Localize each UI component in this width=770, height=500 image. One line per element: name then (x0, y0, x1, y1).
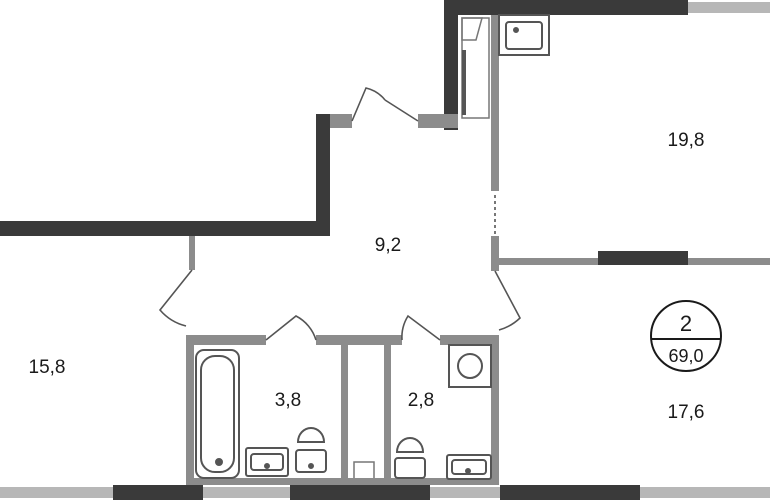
interior-walls (186, 15, 770, 485)
toilet-bath-button (308, 463, 314, 469)
wall-bath-left (186, 335, 194, 485)
room-hall-area: 9,2 (375, 235, 401, 256)
wall-kitchen-vertical (444, 0, 458, 130)
bathtub-inner (200, 355, 235, 473)
wall-partition-dark (598, 251, 688, 265)
bathtub-drain-icon (215, 458, 223, 466)
toilet-bath-icon (296, 427, 326, 443)
window-top-right (688, 2, 770, 13)
wall-partition-light-2 (688, 258, 770, 265)
doors (158, 87, 521, 341)
bath-sink-bowl (250, 453, 284, 471)
door-wc (401, 314, 441, 341)
toilet-wc-icon (395, 437, 425, 453)
room-labels: 19,8 9,2 15,8 3,8 2,8 17,6 (29, 130, 705, 423)
closet (461, 17, 490, 119)
kitchen-counter (498, 14, 550, 56)
toilet-wc-tank (394, 457, 426, 479)
door-left-room (158, 269, 193, 327)
badge-total-area: 69,0 (668, 346, 703, 366)
door-bath (265, 315, 317, 341)
wc-sink-icon (446, 454, 492, 480)
window-bottom-far (640, 487, 770, 498)
kitchen-sink-icon (505, 21, 543, 50)
wall-upper-right-room-left-low (491, 236, 499, 271)
closet-door-icon (461, 17, 483, 41)
bathtub-icon (195, 349, 240, 479)
wc-sink-tap-icon (465, 468, 471, 474)
window-bottom-mid (203, 487, 290, 498)
bath-sink-tap-icon (264, 463, 270, 469)
wall-bath-top-right (440, 335, 498, 345)
window-bottom-right (430, 487, 500, 498)
wall-left-door-post (189, 236, 195, 270)
wall-bottom-3 (500, 485, 640, 500)
wall-bath-top-left (186, 335, 266, 345)
door-entrance-left (351, 87, 386, 122)
fixtures (195, 14, 550, 480)
window-bottom-left (0, 487, 113, 498)
kitchen-tap-icon (513, 27, 519, 33)
exterior-walls (0, 0, 688, 500)
door-lower-right (494, 270, 521, 331)
door-entrance-right (384, 99, 419, 122)
washing-machine-drum (457, 353, 483, 379)
wall-hall-top-left (330, 114, 352, 128)
wall-bath-bottom (186, 478, 499, 485)
badge-room-count: 2 (680, 311, 692, 336)
room-lower-right-area: 17,6 (668, 402, 705, 423)
wall-hall-vertical (316, 114, 330, 236)
badge-circle (650, 300, 722, 372)
wc-sink-bowl (451, 459, 487, 475)
wall-left-horizontal (0, 221, 328, 236)
wall-bottom-2 (290, 485, 430, 500)
bath-sink-icon (245, 447, 289, 477)
room-left-area: 15,8 (29, 357, 66, 378)
room-upper-right-area: 19,8 (668, 130, 705, 151)
wall-bath-mid-2 (384, 345, 391, 485)
wall-bottom-1 (113, 485, 203, 500)
apartment-badge: 2 69,0 (650, 300, 722, 372)
wall-bath-mid-1 (341, 345, 348, 485)
wall-bath-right (491, 335, 499, 485)
wall-upper-right-room-left (491, 15, 499, 191)
wall-bath-top-mid (316, 335, 402, 345)
shaft-box (353, 461, 375, 478)
wall-partition-light-1 (499, 258, 598, 265)
toilet-bath-tank (295, 449, 327, 473)
washing-machine-icon (448, 344, 492, 388)
wall-top (444, 0, 688, 15)
room-wc-area: 2,8 (408, 390, 434, 411)
wall-hall-top-right (418, 114, 458, 128)
room-bath-area: 3,8 (275, 390, 301, 411)
